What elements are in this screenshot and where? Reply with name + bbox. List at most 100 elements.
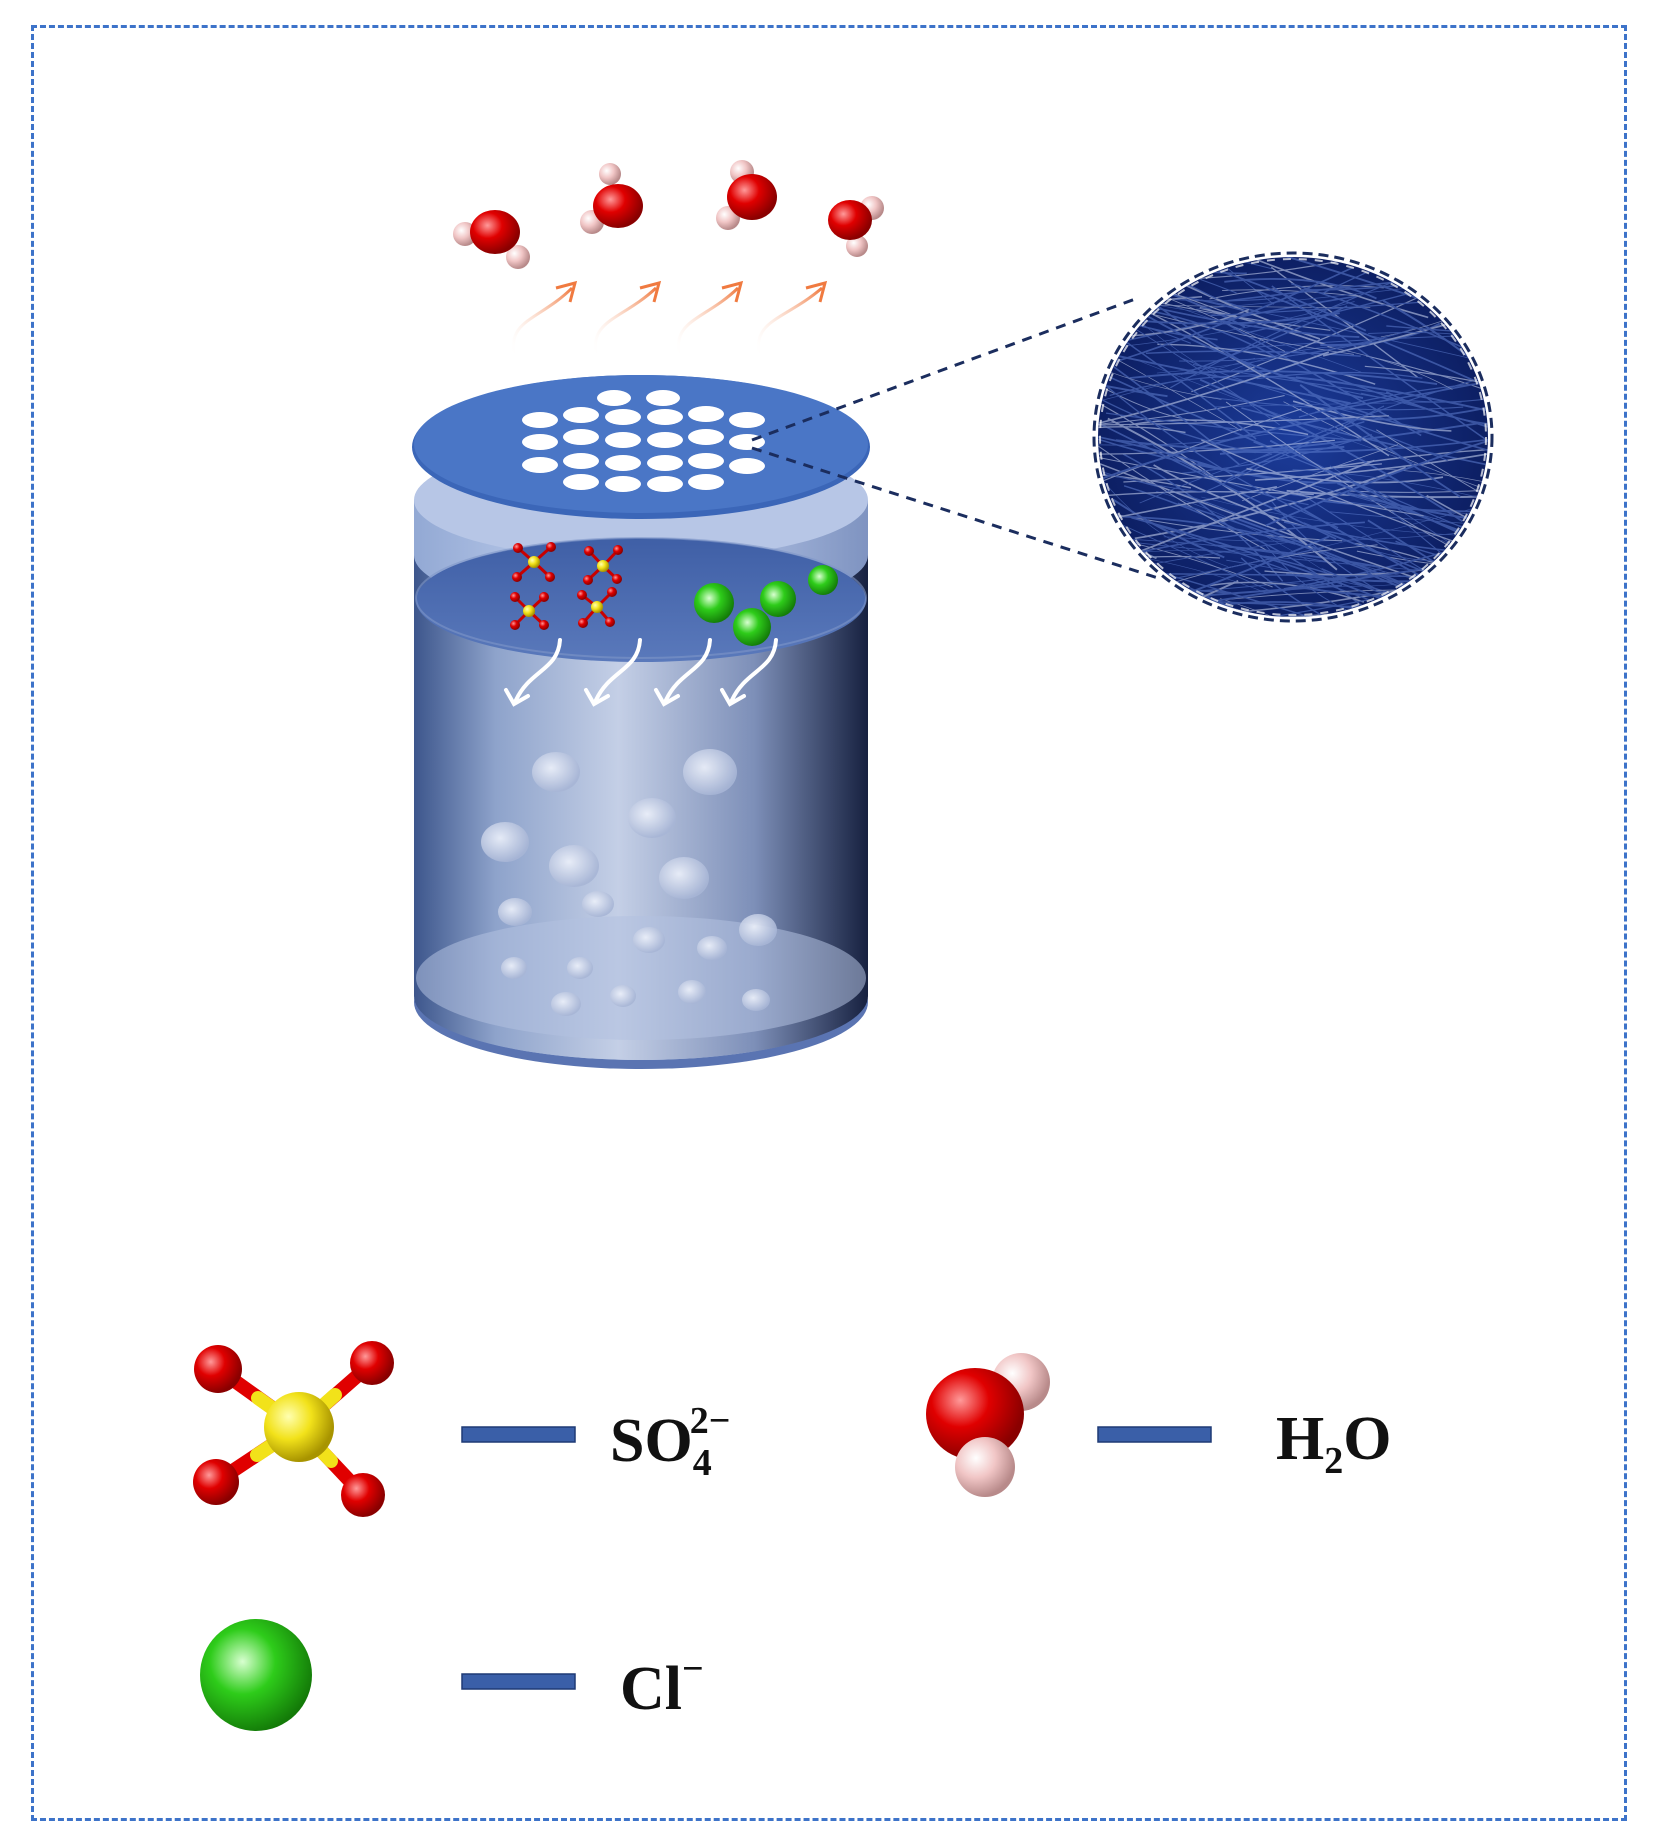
fiber-strand (1283, 523, 1488, 590)
fiber-strand (1283, 401, 1488, 534)
infiltration-arrows (504, 638, 778, 707)
fiber-strand (1098, 486, 1278, 562)
fiber-strand (1094, 621, 1355, 630)
fiber-strand (1106, 257, 1429, 319)
fiber-strand (1256, 371, 1423, 380)
fiber-strand (1240, 557, 1414, 617)
fiber-strand (1139, 453, 1273, 504)
water-molecule (580, 163, 643, 234)
sulfate-legend-icon (193, 1341, 394, 1517)
fiber-strand (1376, 429, 1488, 570)
evaporation-arrow (511, 280, 578, 359)
fiber-strand (1134, 358, 1436, 471)
fiber-strand (1098, 289, 1191, 344)
fiber-strand (1265, 544, 1395, 617)
fiber-strand (1098, 439, 1335, 455)
fiber-strand (1098, 276, 1331, 331)
fiber-strand (1098, 521, 1365, 583)
fiber-strand (1098, 394, 1269, 552)
fiber-strand (1303, 522, 1488, 617)
fiber-strand (1298, 380, 1488, 418)
fiber-strand (1098, 269, 1354, 355)
fiber-strand (1098, 432, 1273, 446)
fiber-strand (1291, 282, 1488, 382)
fiber-strand (1348, 472, 1488, 493)
fiber-strand (1115, 439, 1345, 452)
chloride-legend-icon (200, 1619, 312, 1731)
fiber-strand (1181, 434, 1372, 474)
fiber-strand (1098, 257, 1273, 270)
fiber-strand (1254, 345, 1488, 461)
fiber-strand (1098, 415, 1389, 426)
fiber-strand (1209, 581, 1365, 603)
fiber-strand (1098, 257, 1243, 320)
fiber-strand (1386, 257, 1488, 288)
fiber-strand (1123, 463, 1382, 483)
chloride-ions-in-tank (694, 565, 838, 646)
fiber-strand (1098, 549, 1154, 617)
water-molecule (828, 196, 884, 257)
water-molecule (716, 160, 777, 230)
fiber-strand (1098, 420, 1227, 472)
fiber-strand (1241, 407, 1488, 476)
infiltration-arrow (584, 638, 642, 707)
fiber-strand (1266, 580, 1394, 587)
fiber-strand (1129, 370, 1438, 386)
fiber-strand (1098, 337, 1222, 400)
fiber-strand (1098, 550, 1256, 564)
fiber-strand (1329, 511, 1488, 533)
fiber-strand (1098, 363, 1339, 529)
chloride-ion (733, 608, 771, 646)
fiber-strand (1214, 401, 1462, 408)
fiber-strand (1265, 404, 1488, 527)
fiber-strand (1440, 539, 1488, 600)
fiber-strand (1098, 269, 1169, 287)
fiber-strand (1098, 366, 1256, 454)
fiber-strand (1098, 295, 1242, 432)
sulfate-ion (583, 545, 623, 585)
fiber-strand (1098, 395, 1285, 430)
fiber-strand (1098, 472, 1269, 528)
infiltration-arrow (720, 638, 778, 707)
sulfate-legend-label: SO42− (610, 1400, 731, 1484)
evaporation-arrows (511, 280, 828, 359)
fiber-strand (1098, 347, 1222, 483)
fiber-strand (1322, 257, 1488, 294)
fiber-strand (1123, 257, 1275, 305)
fiber-strand (1149, 257, 1367, 332)
fiber-strand (1098, 272, 1203, 284)
chloride-legend-label: Cl− (620, 1648, 704, 1723)
fiber-strand (1192, 363, 1393, 395)
fiber-strand (1199, 378, 1464, 523)
fiber-strand (1367, 519, 1488, 617)
evaporating-water-molecules (453, 160, 884, 269)
fiber-strand (1404, 268, 1488, 291)
fiber-strand (1098, 357, 1255, 433)
fiber-strand (1098, 473, 1229, 568)
fiber-strand (1098, 304, 1276, 451)
fiber-strand (1327, 346, 1453, 390)
fiber-strand (1295, 376, 1488, 420)
evaporation-arrow (676, 280, 744, 359)
evaporation-arrow (593, 280, 662, 359)
fiber-strand (1201, 496, 1488, 537)
fiber-strand (1297, 473, 1488, 554)
fiber-strand (1385, 468, 1488, 518)
fiber-strand (1098, 491, 1314, 500)
fiber-strand (1426, 494, 1488, 563)
fiber-strand (1315, 361, 1488, 414)
fiber-strand (1364, 365, 1488, 422)
sulfate-legend-dash (461, 1426, 576, 1443)
fiber-strand (1223, 420, 1365, 483)
fiber-strand (1322, 295, 1488, 357)
chloride-ion (694, 583, 734, 623)
fiber-strand (1199, 307, 1332, 348)
fiber-strand (1385, 391, 1488, 427)
fiber-strand (1403, 575, 1488, 616)
fiber-strand (1153, 464, 1307, 528)
infiltration-arrow (504, 638, 562, 707)
fiber-strand (1228, 333, 1488, 350)
fiber-strand (1224, 278, 1377, 300)
fiber-strand (1155, 490, 1348, 587)
